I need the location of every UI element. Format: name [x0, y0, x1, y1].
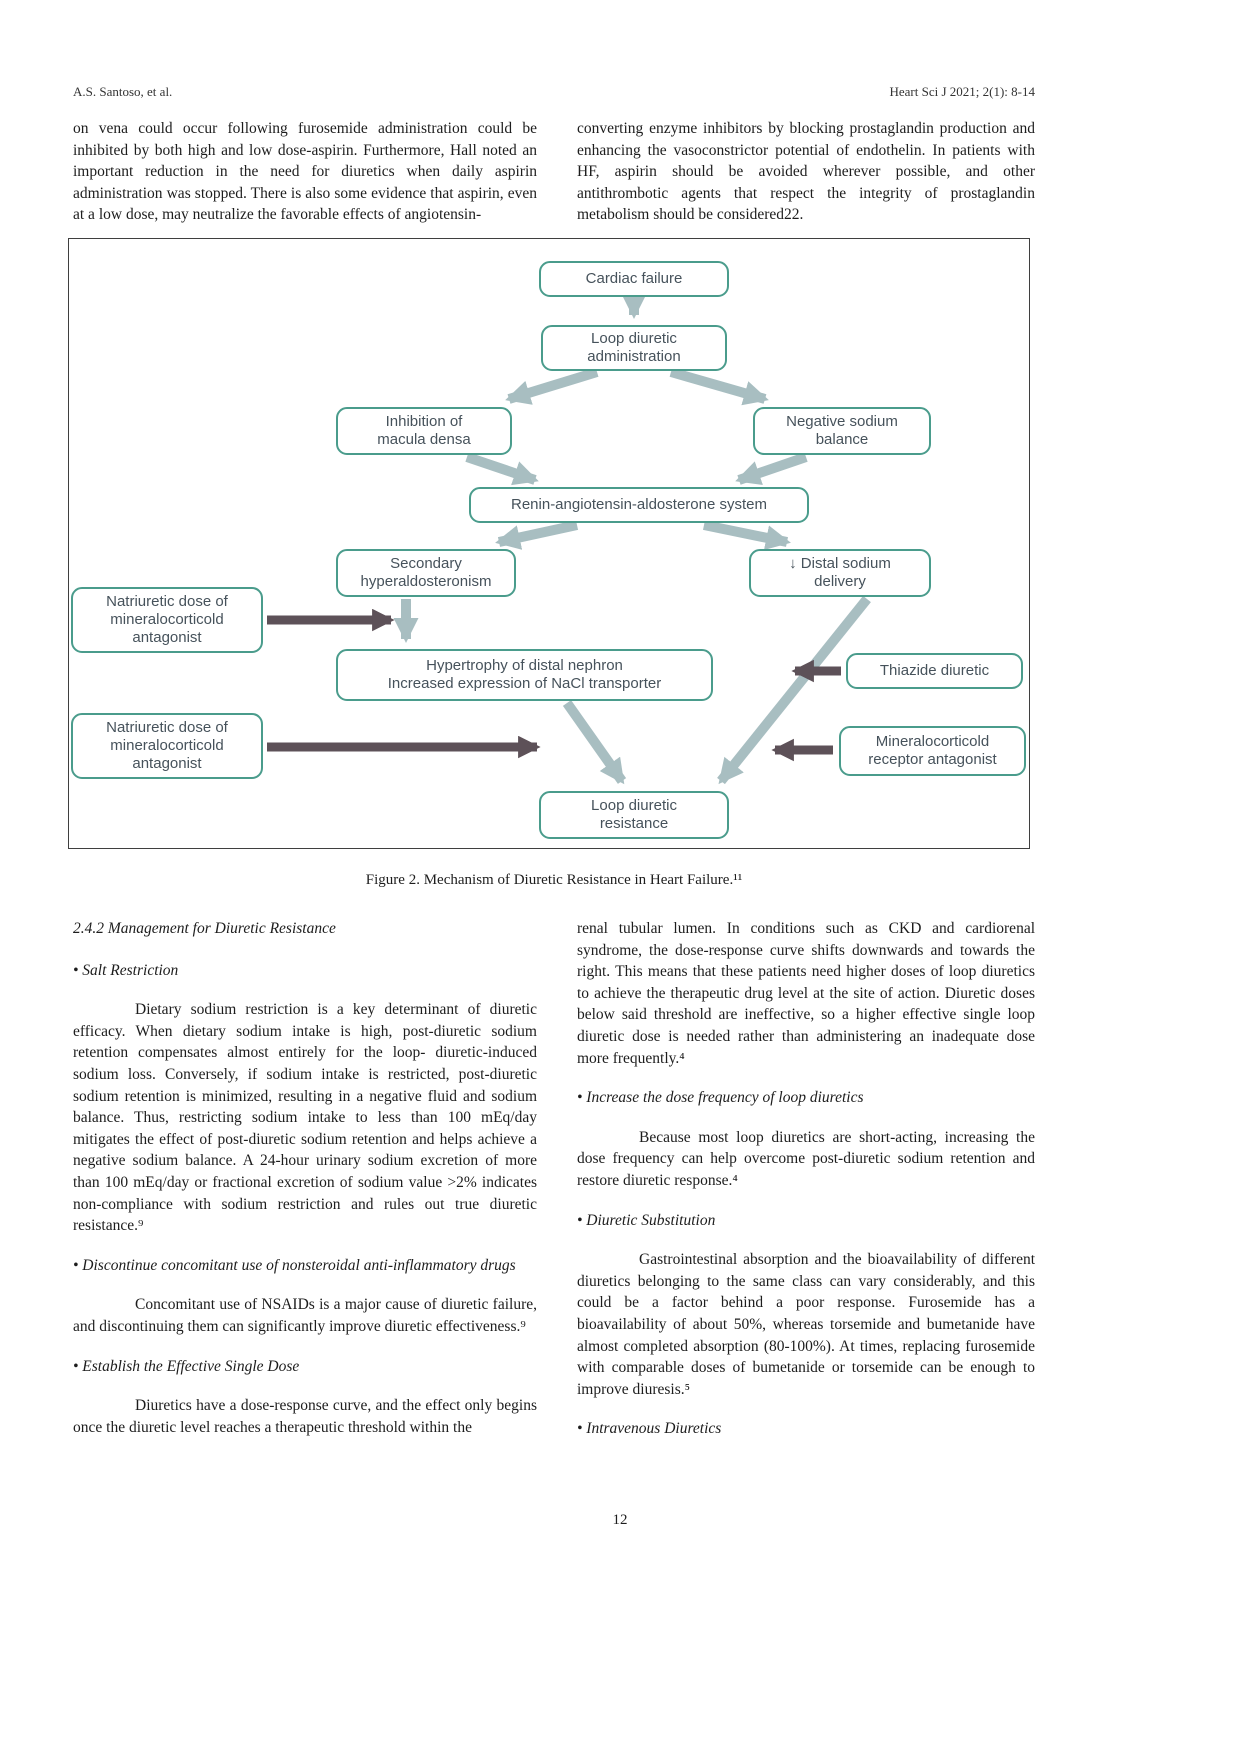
header-journal-ref: Heart Sci J 2021; 2(1): 8-14	[889, 84, 1035, 99]
paragraph-single-dose: Diuretics have a dose-response curve, an…	[73, 1397, 537, 1436]
figure-2-box: Cardiac failure Loop diuretic administra…	[68, 238, 1030, 849]
intro-paragraph-left: on vena could occur following furosemide…	[73, 120, 537, 224]
body-right-column: renal tubular lumen. In conditions such …	[577, 918, 1035, 1458]
node-distal-sodium-delivery: ↓ Distal sodium delivery	[749, 549, 931, 597]
figure-2-caption: Figure 2. Mechanism of Diuretic Resistan…	[365, 872, 743, 888]
node-natriuretic-dose-1: Natriuretic dose of mineralocorticold an…	[71, 587, 263, 653]
paragraph-substitution: Gastrointestinal absorption and the bioa…	[577, 1251, 1035, 1398]
flowchart-canvas: Cardiac failure Loop diuretic administra…	[69, 239, 1029, 848]
intro-left-column: on vena could occur following furosemide…	[73, 118, 537, 244]
node-thiazide-diuretic: Thiazide diuretic	[846, 653, 1023, 689]
node-loop-diuretic-resistance: Loop diuretic resistance	[539, 791, 729, 839]
intro-paragraph-right: converting enzyme inhibitors by blocking…	[577, 120, 1035, 224]
node-negative-sodium-balance: Negative sodium balance	[753, 407, 931, 455]
paragraph-dose-frequency: Because most loop diuretics are short-ac…	[577, 1128, 1035, 1189]
paragraph-salt-restriction: Dietary sodium restriction is a key dete…	[73, 1001, 537, 1235]
section-heading-management: 2.4.2 Management for Diuretic Resistance	[73, 920, 336, 937]
bullet-diuretic-substitution: • Diuretic Substitution	[577, 1211, 716, 1229]
bullet-discontinue-nsaid: • Discontinue concomitant use of nonster…	[73, 1256, 516, 1274]
bullet-dose-frequency: • Increase the dose frequency of loop di…	[577, 1089, 864, 1107]
node-raas: Renin-angiotensin-aldosterone system	[469, 487, 809, 523]
node-natriuretic-dose-2: Natriuretic dose of mineralocorticold an…	[71, 713, 263, 779]
node-secondary-hyperaldosteronism: Secondary hyperaldosteronism	[336, 549, 516, 597]
node-cardiac-failure: Cardiac failure	[539, 261, 729, 297]
node-loop-diuretic-administration: Loop diuretic administration	[541, 325, 727, 371]
header-authors: A.S. Santoso, et al.	[73, 84, 173, 99]
bullet-effective-single-dose: • Establish the Effective Single Dose	[73, 1357, 300, 1375]
bullet-intravenous-diuretics: • Intravenous Diuretics	[577, 1420, 722, 1438]
body-left-column: 2.4.2 Management for Diuretic Resistance…	[73, 918, 537, 1456]
intro-right-column: converting enzyme inhibitors by blocking…	[577, 118, 1035, 244]
node-inhibition-macula-densa: Inhibition of macula densa	[336, 407, 512, 455]
bullet-salt-restriction: • Salt Restriction	[73, 961, 179, 979]
paragraph-renal-tubular: renal tubular lumen. In conditions such …	[577, 920, 1035, 1067]
node-mineralocorticoid-receptor-antagonist: Mineralocorticold receptor antagonist	[839, 726, 1026, 776]
page-number: 12	[612, 1512, 628, 1528]
paragraph-nsaid: Concomitant use of NSAIDs is a major cau…	[73, 1296, 537, 1335]
node-hypertrophy-distal-nephron: Hypertrophy of distal nephron Increased …	[336, 649, 713, 701]
flowchart-arrows	[267, 294, 871, 785]
